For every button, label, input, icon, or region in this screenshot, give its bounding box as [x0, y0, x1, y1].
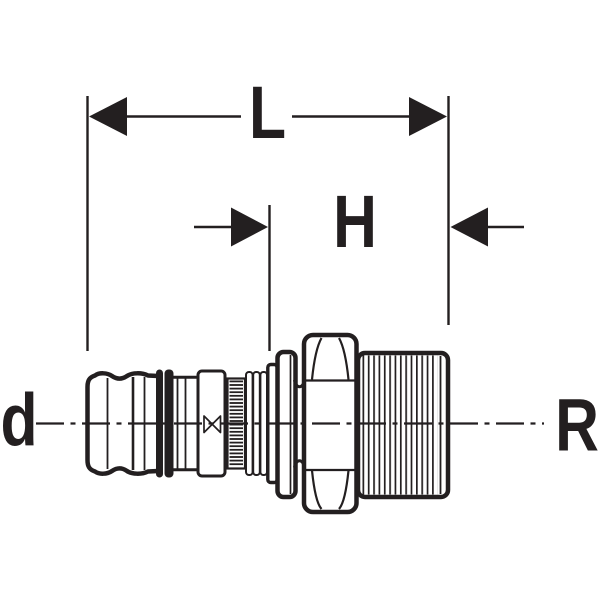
hex-chamfer	[338, 470, 350, 510]
thread-texture	[362, 355, 438, 495]
press-indicator-icon	[203, 415, 222, 434]
diameter-d-label: d	[0, 380, 37, 462]
hex-chamfer	[338, 337, 350, 380]
arrowhead-left-icon	[89, 97, 127, 136]
dimension-L-label: L	[249, 72, 286, 154]
o-ring	[164, 369, 174, 478]
arrowhead-right-icon	[409, 97, 447, 136]
dimension-L: L	[86, 72, 450, 351]
male-thread	[355, 350, 451, 500]
hex-chamfer	[310, 337, 323, 380]
arrowhead-right-icon	[450, 207, 488, 247]
o-ring-band	[156, 369, 174, 478]
hex-chamfer	[310, 470, 323, 510]
o-ring	[156, 369, 163, 478]
dimension-H-label: H	[333, 181, 377, 263]
arrowhead-left-icon	[231, 207, 268, 247]
dimension-H: H	[194, 181, 524, 351]
thread-R-label: R	[555, 385, 599, 467]
